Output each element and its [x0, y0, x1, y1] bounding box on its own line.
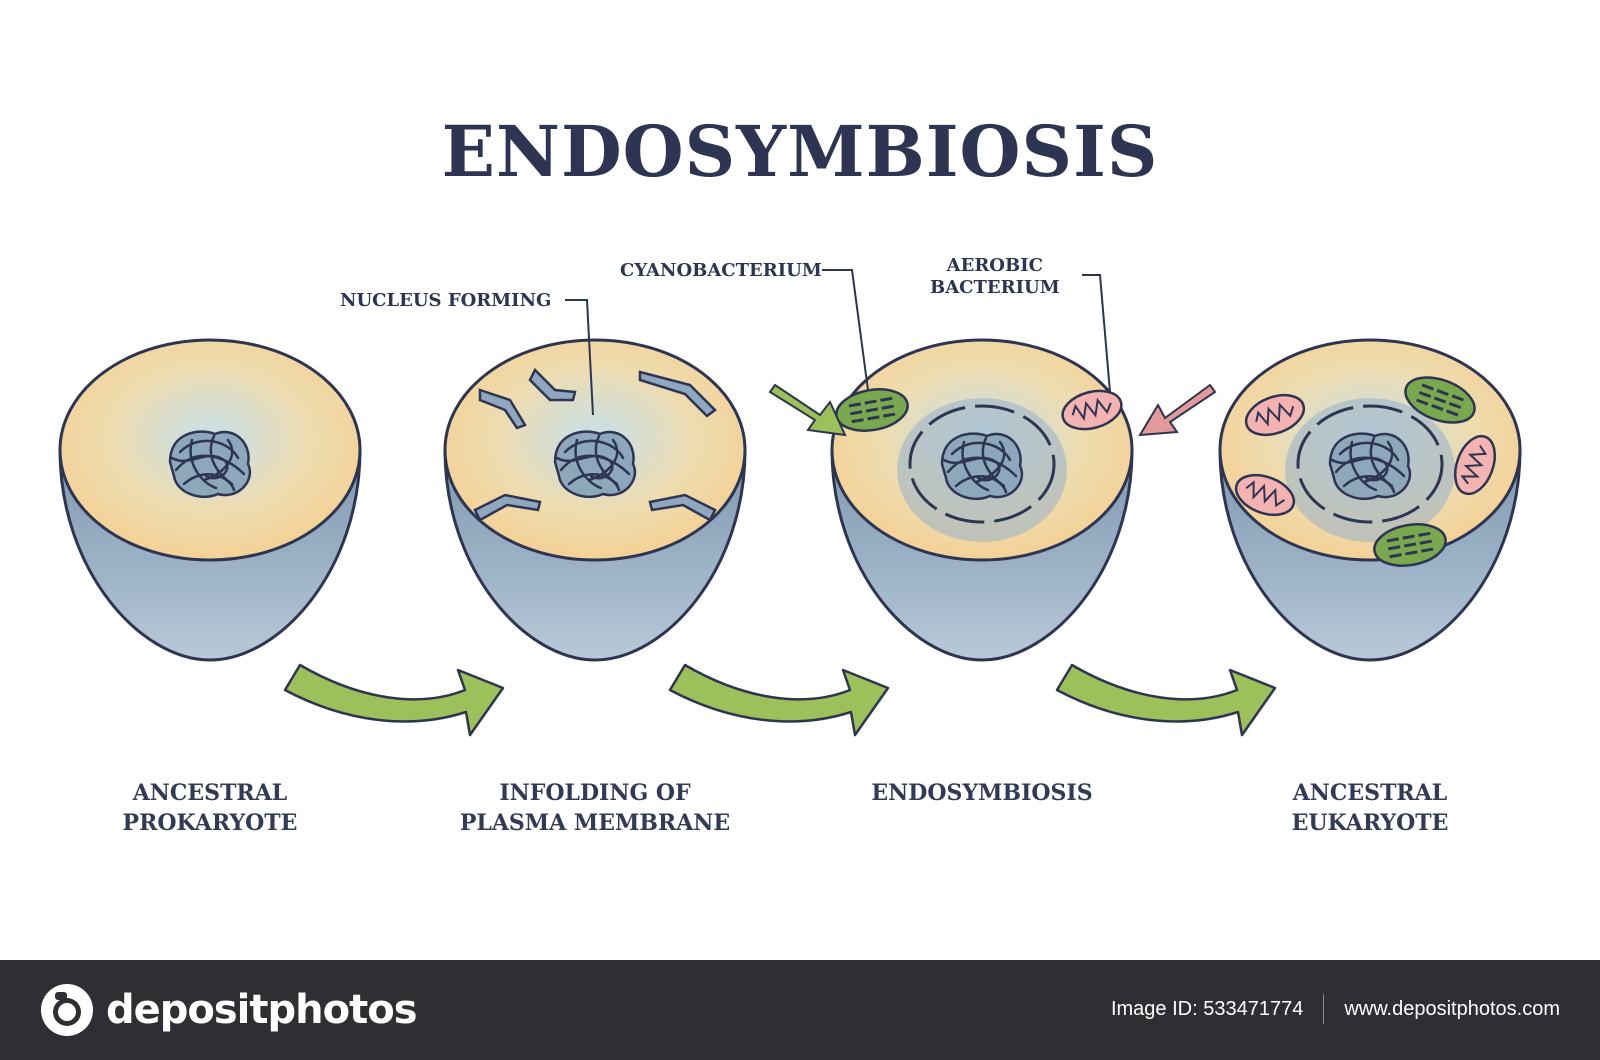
footer-info: Image ID: 533471774 www.depositphotos.co… [1111, 994, 1560, 1024]
pink-pointer-arrow [1138, 383, 1217, 437]
cell-endosymbiosis [830, 338, 1134, 662]
flow-arrows [283, 663, 1277, 737]
nucleus-forming-leader [565, 299, 594, 416]
camera-icon [41, 984, 93, 1036]
callout-aerobic-bacterium: AEROBIC BACTERIUM [930, 255, 1060, 298]
endosymbiosis-diagram [58, 269, 1522, 737]
footer-bar: depositphotos Image ID: 533471774 www.de… [0, 960, 1600, 1060]
aerobic-bacterium-leader [1082, 274, 1111, 393]
image-id: Image ID: 533471774 [1110, 997, 1304, 1020]
green-pointer-arrow [768, 383, 847, 437]
footer-divider [1323, 994, 1325, 1024]
cell-ancestral-prokaryote [58, 338, 362, 662]
flow-arrow-1 [283, 663, 505, 737]
stage-label-infolding: INFOLDING OF PLASMA MEMBRANE [459, 780, 731, 836]
flow-arrow-2 [668, 663, 890, 737]
stage-label-ancestral-eukaryote: ANCESTRAL EUKARYOTE [1291, 780, 1449, 836]
diagram-title: ENDOSYMBIOSIS [441, 110, 1159, 193]
callout-nucleus-forming: NUCLEUS FORMING [340, 290, 552, 311]
site-url[interactable]: www.depositphotos.com [1344, 997, 1560, 1020]
flow-arrow-3 [1055, 663, 1277, 737]
membrane-infoldings [473, 367, 717, 522]
stage-label-endosymbiosis: ENDOSYMBIOSIS [871, 780, 1093, 806]
callout-cyanobacterium: CYANOBACTERIUM [620, 260, 822, 281]
cell-infolding [443, 338, 747, 662]
brand-name: depositphotos [106, 987, 418, 1033]
cyanobacterium-leader [822, 269, 869, 391]
brand-logo[interactable]: depositphotos [40, 980, 418, 1040]
stage-label-ancestral-prokaryote: ANCESTRAL PROKARYOTE [122, 780, 298, 836]
cell-ancestral-eukaryote [1218, 338, 1522, 662]
